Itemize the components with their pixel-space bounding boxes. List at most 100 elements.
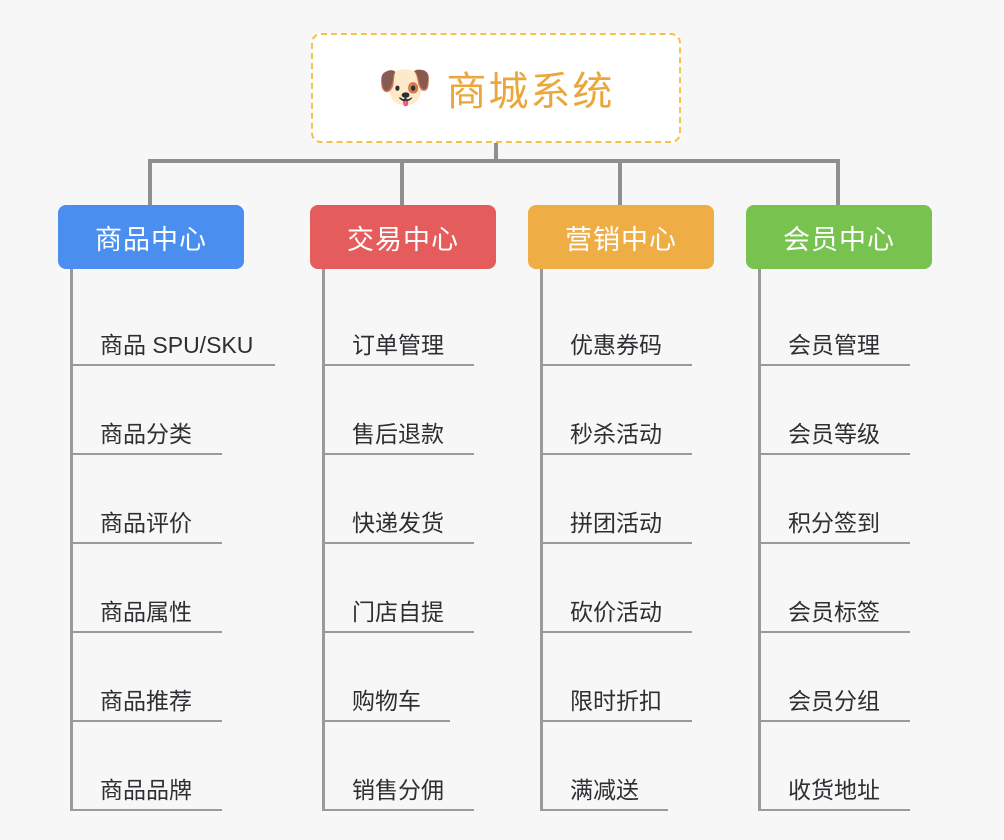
list-item-label: 销售分佣	[352, 777, 444, 803]
list-item-underline	[322, 453, 474, 455]
branch-header-label: 营销中心	[565, 224, 677, 255]
list-item-label: 门店自提	[352, 599, 444, 625]
list-item[interactable]: 快递发货	[310, 455, 496, 544]
branch-column-4: 会员中心 会员管理 会员等级 积分签到 会员标签 会员分组	[746, 205, 932, 811]
list-item[interactable]: 积分签到	[746, 455, 932, 544]
branch-header-1[interactable]: 商品中心	[58, 205, 244, 269]
list-item[interactable]: 砍价活动	[528, 544, 714, 633]
list-item[interactable]: 订单管理	[310, 277, 496, 366]
list-item-label: 商品 SPU/SKU	[100, 332, 254, 358]
list-item-label: 会员管理	[788, 332, 880, 358]
list-item-underline	[70, 453, 222, 455]
branch-items-2: 订单管理 售后退款 快递发货 门店自提 购物车 销售分佣	[310, 269, 496, 811]
list-item-underline	[758, 364, 910, 366]
list-item-label: 满减送	[570, 777, 639, 803]
list-item-label: 商品分类	[100, 421, 192, 447]
list-item-label: 砍价活动	[570, 599, 662, 625]
connector-drop-1	[148, 159, 152, 205]
branch-trunk	[758, 269, 761, 811]
list-item-underline	[70, 364, 275, 366]
branch-header-3[interactable]: 营销中心	[528, 205, 714, 269]
list-item-label: 积分签到	[788, 510, 880, 536]
list-item-underline	[758, 631, 910, 633]
list-item[interactable]: 拼团活动	[528, 455, 714, 544]
list-item-label: 限时折扣	[570, 688, 662, 714]
list-item[interactable]: 优惠券码	[528, 277, 714, 366]
list-item[interactable]: 商品 SPU/SKU	[58, 277, 275, 366]
list-item-label: 购物车	[352, 688, 421, 714]
connector-root-stem	[494, 143, 498, 161]
list-item[interactable]: 商品分类	[58, 366, 244, 455]
root-title: 商城系统	[446, 70, 615, 114]
list-item-underline	[70, 631, 222, 633]
branch-header-2[interactable]: 交易中心	[310, 205, 496, 269]
branch-header-label: 会员中心	[783, 224, 895, 255]
branch-trunk	[70, 269, 73, 811]
branch-header-label: 交易中心	[347, 224, 459, 255]
list-item[interactable]: 商品品牌	[58, 722, 244, 811]
list-item-label: 售后退款	[352, 421, 444, 447]
list-item[interactable]: 商品评价	[58, 455, 244, 544]
list-item-underline	[758, 809, 910, 811]
list-item[interactable]: 满减送	[528, 722, 714, 811]
list-item[interactable]: 销售分佣	[310, 722, 496, 811]
list-item-label: 商品品牌	[100, 777, 192, 803]
branch-items-1: 商品 SPU/SKU 商品分类 商品评价 商品属性 商品推荐 商品品牌	[58, 269, 275, 811]
list-item-label: 会员标签	[788, 599, 880, 625]
branch-trunk	[322, 269, 325, 811]
list-item-label: 收货地址	[788, 777, 880, 803]
connector-horizontal-bus	[148, 159, 840, 163]
connector-drop-4	[836, 159, 840, 205]
list-item-underline	[540, 542, 692, 544]
list-item[interactable]: 会员管理	[746, 277, 932, 366]
list-item-underline	[322, 542, 474, 544]
list-item-underline	[758, 453, 910, 455]
connector-drop-2	[400, 159, 404, 205]
list-item-underline	[758, 720, 910, 722]
list-item[interactable]: 收货地址	[746, 722, 932, 811]
list-item[interactable]: 售后退款	[310, 366, 496, 455]
list-item-label: 会员分组	[788, 688, 880, 714]
list-item-underline	[70, 720, 222, 722]
list-item-label: 会员等级	[788, 421, 880, 447]
list-item-underline	[540, 364, 692, 366]
list-item-underline	[540, 453, 692, 455]
branch-column-2: 交易中心 订单管理 售后退款 快递发货 门店自提 购物车	[310, 205, 496, 811]
list-item[interactable]: 商品推荐	[58, 633, 244, 722]
list-item[interactable]: 会员分组	[746, 633, 932, 722]
list-item-label: 商品推荐	[100, 688, 192, 714]
list-item-label: 订单管理	[352, 332, 444, 358]
list-item-underline	[322, 364, 474, 366]
list-item-underline	[70, 542, 222, 544]
list-item-label: 快递发货	[352, 510, 444, 536]
branch-items-3: 优惠券码 秒杀活动 拼团活动 砍价活动 限时折扣 满减送	[528, 269, 714, 811]
list-item-underline	[70, 809, 222, 811]
root-node[interactable]: 🐶 商城系统	[311, 33, 681, 143]
branch-header-4[interactable]: 会员中心	[746, 205, 932, 269]
branch-items-4: 会员管理 会员等级 积分签到 会员标签 会员分组 收货地址	[746, 269, 932, 811]
list-item-underline	[322, 631, 474, 633]
list-item-underline	[758, 542, 910, 544]
list-item[interactable]: 门店自提	[310, 544, 496, 633]
list-item-underline	[540, 631, 692, 633]
list-item-underline	[540, 809, 668, 811]
list-item-label: 拼团活动	[570, 510, 662, 536]
list-item[interactable]: 会员等级	[746, 366, 932, 455]
list-item[interactable]: 购物车	[310, 633, 496, 722]
branch-header-label: 商品中心	[95, 224, 207, 255]
branch-trunk	[540, 269, 543, 811]
list-item-label: 商品评价	[100, 510, 192, 536]
list-item[interactable]: 限时折扣	[528, 633, 714, 722]
list-item-label: 秒杀活动	[570, 421, 662, 447]
list-item[interactable]: 秒杀活动	[528, 366, 714, 455]
list-item-label: 优惠券码	[570, 332, 662, 358]
connector-drop-3	[618, 159, 622, 205]
list-item[interactable]: 会员标签	[746, 544, 932, 633]
branch-column-3: 营销中心 优惠券码 秒杀活动 拼团活动 砍价活动 限时折扣	[528, 205, 714, 811]
list-item-underline	[322, 809, 474, 811]
list-item-underline	[322, 720, 450, 722]
list-item-underline	[540, 720, 692, 722]
list-item[interactable]: 商品属性	[58, 544, 244, 633]
branch-column-1: 商品中心 商品 SPU/SKU 商品分类 商品评价 商品属性 商品推荐	[58, 205, 275, 811]
